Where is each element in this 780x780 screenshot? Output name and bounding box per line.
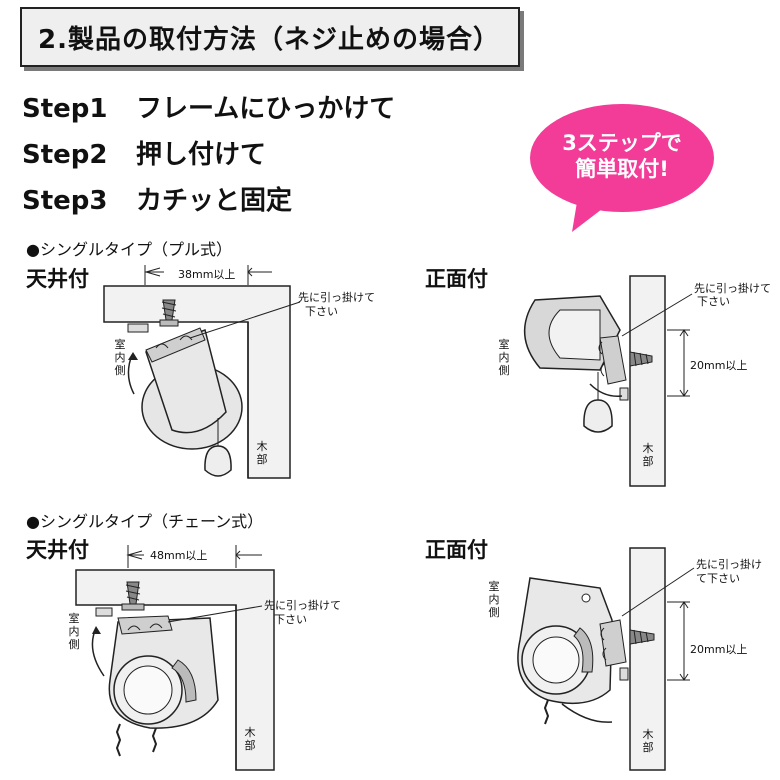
chain-ceiling-indoor: 室内側: [68, 612, 80, 651]
badge-text: 3ステップで 簡単取付!: [530, 130, 714, 182]
pull-front-indoor: 室内側: [498, 338, 510, 377]
step-3-text: カチッと固定: [136, 186, 293, 216]
pull-front-dimension: 20mm以上: [690, 359, 748, 372]
pull-front-note-1: 先に引っ掛けて: [694, 282, 771, 295]
pull-ceiling-note-2: 下さい: [305, 305, 338, 318]
step-3: Step3 カチッと固定: [22, 180, 292, 217]
step-1-text: フレームにひっかけて: [136, 94, 396, 124]
step-2: Step2 押し付けて: [22, 134, 266, 171]
chain-front-note-2: て下さい: [696, 572, 740, 585]
chain-ceiling-note-1: 先に引っ掛けて: [264, 599, 341, 612]
pull-type-heading: ●シングルタイプ（プル式）: [26, 240, 232, 259]
badge-line-1: 3ステップで: [562, 131, 682, 155]
pull-front-label: 正面付: [425, 267, 488, 291]
chain-front-dimension: 20mm以上: [690, 643, 748, 656]
pull-ceiling-dimension: 38mm以上: [178, 268, 236, 281]
section-title: 2.製品の取付方法（ネジ止めの場合）: [38, 24, 500, 55]
step-2-label: Step2: [22, 140, 108, 170]
step-2-text: 押し付けて: [136, 140, 267, 170]
chain-front-indoor: 室内側: [488, 580, 500, 619]
pull-ceiling-label: 天井付: [26, 267, 89, 291]
pull-front-note-2: 下さい: [697, 295, 730, 308]
step-1-label: Step1: [22, 94, 108, 124]
chain-front-label: 正面付: [425, 538, 488, 562]
chain-type-heading: ●シングルタイプ（チェーン式）: [26, 512, 264, 531]
chain-ceiling-wood: 木部: [244, 726, 256, 752]
step-3-label: Step3: [22, 186, 108, 216]
chain-front-wood: 木部: [642, 728, 654, 754]
chain-ceiling-dimension: 48mm以上: [150, 549, 208, 562]
step-1: Step1 フレームにひっかけて: [22, 88, 395, 125]
pull-ceiling-wood: 木部: [256, 440, 268, 466]
section-title-box: 2.製品の取付方法（ネジ止めの場合）: [20, 7, 520, 67]
chain-front-note-1: 先に引っ掛け: [696, 558, 762, 571]
chain-ceiling-label: 天井付: [26, 538, 89, 562]
pull-front-wood: 木部: [642, 442, 654, 468]
pull-ceiling-note-1: 先に引っ掛けて: [298, 291, 375, 304]
chain-ceiling-note-2: 下さい: [274, 613, 307, 626]
badge-line-2: 簡単取付!: [575, 157, 669, 181]
pull-ceiling-indoor: 室内側: [114, 338, 126, 377]
